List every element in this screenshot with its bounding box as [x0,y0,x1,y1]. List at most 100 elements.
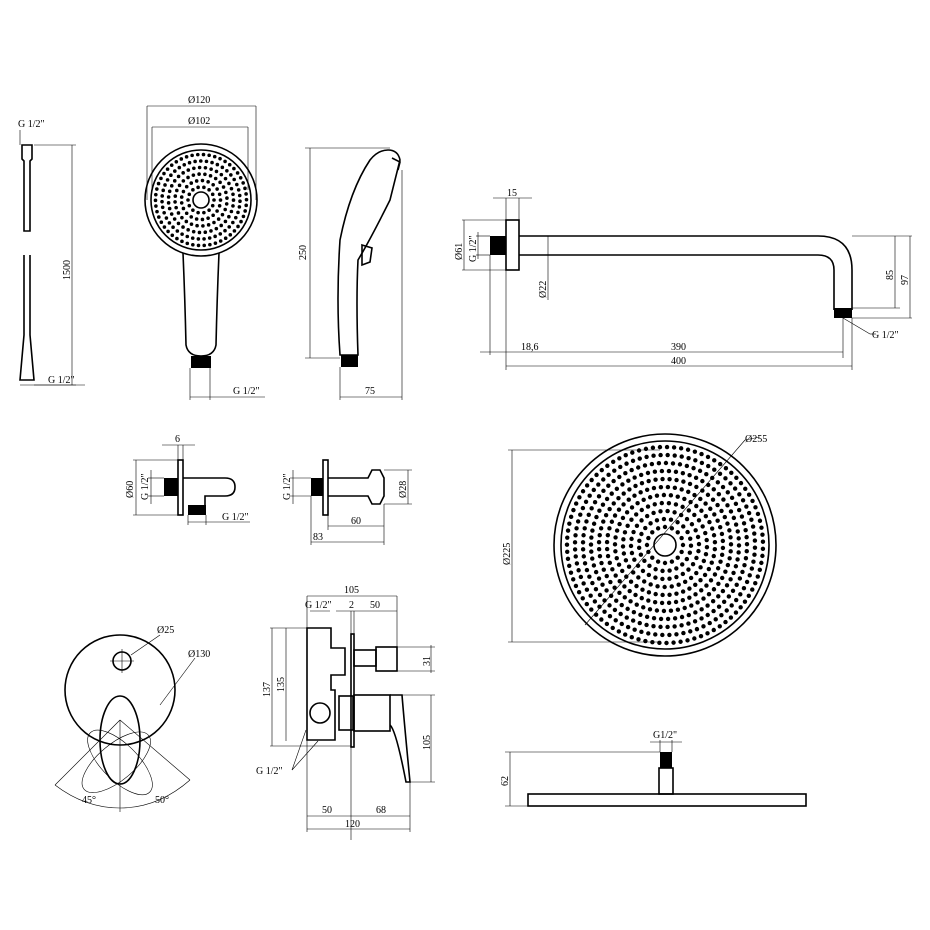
nozzle [634,523,640,529]
nozzle [721,497,726,502]
nozzle [602,609,607,614]
nozzle [734,582,739,587]
arm-pipe-dia-label: Ø22 [538,281,549,298]
nozzle [166,195,171,199]
nozzle [744,504,749,509]
nozzle [571,577,576,582]
nozzle [194,217,199,221]
mixer-plate-dia-label: Ø130 [188,649,210,660]
nozzle [198,159,203,163]
nozzle [733,564,739,569]
nozzle [630,450,635,455]
nozzle [719,531,725,537]
mixer-height-total-label: 137 [262,682,273,697]
nozzle [192,166,196,171]
nozzle [725,521,730,526]
nozzle [644,513,650,519]
nozzle [680,542,686,548]
nozzle [687,586,692,591]
nozzle [612,607,618,613]
nozzle [634,602,639,607]
nozzle [182,162,187,167]
nozzle [616,495,621,501]
mixer-lever-depth-label: 68 [376,805,386,816]
nozzle [667,568,672,573]
nozzle [718,559,723,564]
nozzle [206,216,210,220]
nozzle [597,532,602,538]
nozzle [739,514,745,519]
nozzle [651,453,656,458]
nozzle [210,203,215,208]
nozzle [636,637,641,642]
nozzle [760,539,766,544]
nozzle [752,545,758,550]
nozzle [728,509,734,514]
nozzle [704,471,709,477]
nozzle [634,583,639,589]
nozzle [716,581,721,587]
nozzle [578,574,584,580]
nozzle [206,180,210,184]
nozzle [685,638,690,643]
nozzle [224,190,228,195]
nozzle [217,192,222,197]
nozzle [637,620,642,626]
nozzle [593,569,599,575]
nozzle [604,546,610,552]
nozzle [696,518,702,523]
nozzle [693,528,698,533]
nozzle [629,505,635,510]
outlet-flange-dia-label: Ø60 [125,481,136,498]
nozzle [597,604,602,609]
nozzle [724,608,729,613]
arm-length-total-label: 400 [671,356,686,367]
nozzle [184,184,189,189]
nozzle [604,496,610,502]
nozzle [171,225,175,230]
nozzle [587,574,592,579]
nozzle [172,217,177,221]
nozzle [646,631,651,636]
nozzle [616,562,622,567]
nozzle [237,205,242,209]
nozzle [609,491,614,496]
nozzle [694,570,699,576]
nozzle [162,210,166,215]
nozzle [725,503,730,508]
nozzle [638,472,644,478]
nozzle [574,526,579,531]
nozzle [679,487,684,492]
nozzle [735,557,740,562]
nozzle [589,506,594,511]
nozzle [187,192,192,197]
nozzle [685,529,690,535]
nozzle [694,484,699,490]
nozzle [238,199,242,204]
nozzle [645,470,651,476]
nozzle [703,513,709,519]
nozzle [724,583,730,588]
nozzle [155,187,159,191]
nozzle [574,561,580,566]
nozzle [653,477,658,482]
nozzle [624,510,630,515]
nozzle [642,579,647,584]
nozzle [622,530,628,535]
nozzle [698,578,703,583]
mixer-depth-total-label: 120 [345,819,360,830]
nozzle [235,182,239,187]
nozzle [725,562,731,568]
nozzle [717,624,722,629]
nozzle [202,237,206,241]
nozzle [237,193,242,198]
nozzle [605,532,611,538]
nozzle [584,483,590,488]
nozzle [231,198,236,202]
nozzle [189,215,194,219]
nozzle [185,241,190,246]
nozzle [680,470,686,476]
nozzle [700,524,705,529]
nozzle [596,482,601,487]
nozzle [680,562,685,567]
